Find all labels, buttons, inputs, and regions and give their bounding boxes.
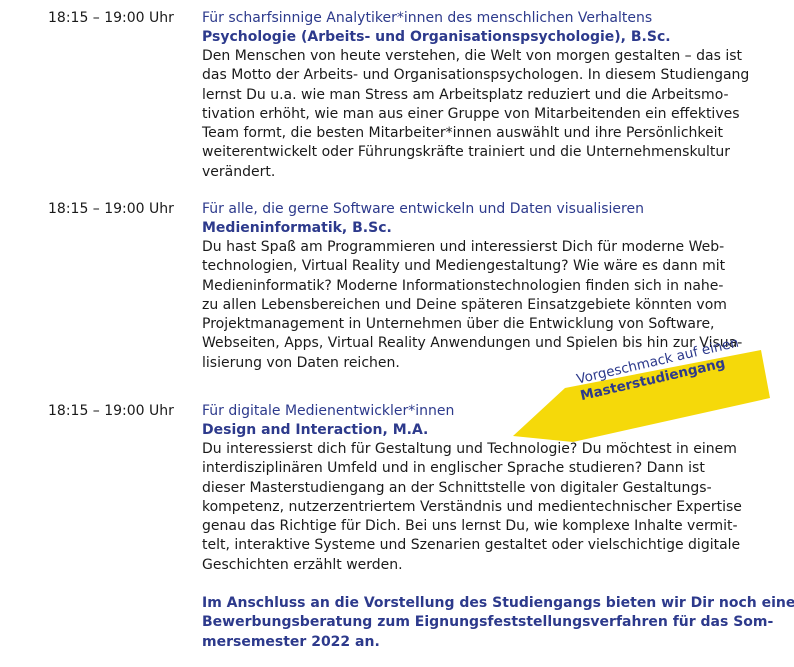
description-line: Webseiten, Apps, Virtual Reality Anwendu…: [202, 335, 743, 352]
description-line: Projektmanagement in Unternehmen über di…: [202, 316, 715, 333]
description-line: das Motto der Arbeits- und Organisations…: [202, 67, 750, 84]
description-line: telt, interaktive Systeme und Szenarien …: [202, 537, 741, 554]
description-line: weiterentwickelt oder Führungskräfte tra…: [202, 144, 731, 161]
description-line: technologien, Virtual Reality und Medien…: [202, 258, 726, 275]
description-line: Team formt, die besten Mitarbeiter*innen…: [202, 125, 723, 142]
program-description: Du hast Spaß am Programmieren und intere…: [202, 238, 752, 373]
description-line: lernst Du u.a. wie man Stress am Arbeits…: [202, 86, 729, 103]
note-line: Im Anschluss an die Vorstellung des Stud…: [202, 595, 794, 612]
program-tagline: Für alle, die gerne Software entwickeln …: [202, 201, 644, 217]
program-tagline: Für scharfsinnige Analytiker*innen des m…: [202, 10, 653, 26]
description-line: Du hast Spaß am Programmieren und intere…: [202, 239, 725, 255]
master-preview-banner: Vorgeschmack auf einen Masterstudiengang: [505, 335, 785, 450]
entry-content: Für scharfsinnige Analytiker*innen des m…: [202, 9, 752, 182]
description-line: kompetenz, nutzerzentriertem Verständnis…: [202, 498, 742, 515]
program-description: Du interessierst dich für Gestaltung und…: [202, 440, 752, 575]
description-line: Medieninformatik? Moderne Informationste…: [202, 277, 724, 294]
description-line: genau das Richtige für Dich. Bei uns ler…: [202, 518, 738, 535]
program-title: Design and Interaction, M.A.: [202, 422, 429, 438]
description-line: dieser Masterstudiengang an der Schnitts…: [202, 479, 712, 496]
note-line: Bewerbungsberatung zum Eignungsfeststell…: [202, 614, 774, 631]
description-line: interdisziplinären Umfeld und in englisc…: [202, 460, 705, 477]
time-label: 18:15 – 19:00 Uhr: [48, 10, 174, 26]
entry-content: Für digitale Medienentwickler*innen Desi…: [202, 402, 794, 652]
entry-content: Für alle, die gerne Software entwickeln …: [202, 200, 752, 373]
description-line: Du interessierst dich für Gestaltung und…: [202, 441, 737, 457]
description-line: lisierung von Daten reichen.: [202, 354, 400, 371]
description-line: zu allen Lebensbereichen und Deine späte…: [202, 296, 727, 313]
program-tagline: Für digitale Medienentwickler*innen: [202, 403, 455, 419]
description-line: Geschichten erzählt werden.: [202, 556, 403, 573]
description-line: Den Menschen von heute verstehen, die We…: [202, 48, 743, 64]
note-line: mersemester 2022 an.: [202, 633, 380, 650]
description-line: verändert.: [202, 163, 276, 180]
time-label: 18:15 – 19:00 Uhr: [48, 403, 174, 419]
description-line: tivation erhöht, wie man aus einer Grupp…: [202, 105, 740, 122]
consultation-note: Im Anschluss an die Vorstellung des Stud…: [202, 594, 794, 652]
program-description: Den Menschen von heute verstehen, die We…: [202, 47, 752, 182]
program-title: Psychologie (Arbeits- und Organisationsp…: [202, 29, 671, 45]
arrow-banner-shape: [513, 350, 770, 442]
time-label: 18:15 – 19:00 Uhr: [48, 201, 174, 217]
program-title: Medieninformatik, B.Sc.: [202, 220, 392, 236]
